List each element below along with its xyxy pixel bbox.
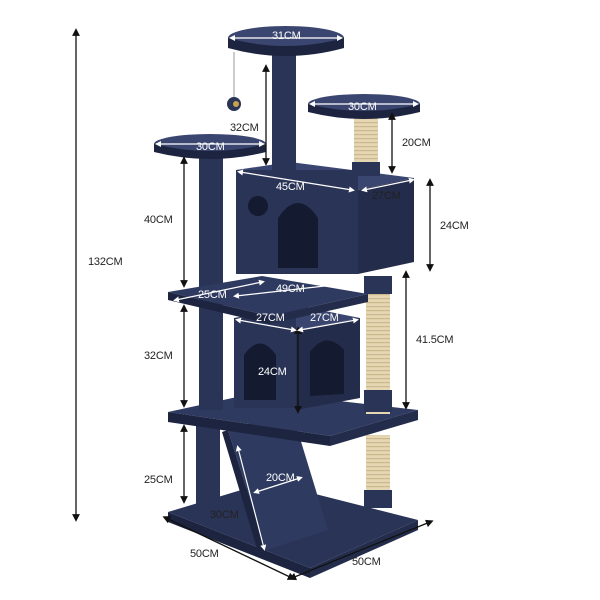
label-base-post-height: 25CM xyxy=(144,474,173,486)
label-lower-post-height: 32CM xyxy=(144,350,173,362)
label-upper-condo-height: 24CM xyxy=(440,220,469,232)
label-lower-condo-width: 27CM xyxy=(256,312,285,324)
top-post xyxy=(272,52,296,170)
label-right-sisal-height: 41.5CM xyxy=(416,334,454,346)
label-top-post-height: 32CM xyxy=(230,122,259,134)
label-ramp-width: 20CM xyxy=(266,472,295,484)
left-long-post xyxy=(199,150,223,410)
label-left-post-height: 40CM xyxy=(144,214,173,226)
label-upper-condo-depth: 27CM xyxy=(372,190,401,202)
base-left-post xyxy=(196,425,220,505)
lower-platform xyxy=(168,392,418,446)
label-middle-platform-depth: 25CM xyxy=(198,289,227,301)
label-right-perch-width: 30CM xyxy=(348,101,377,113)
dimension-arrows-on-fabric xyxy=(155,35,419,551)
label-lower-condo-height: 24CM xyxy=(258,366,287,378)
label-lower-condo-depth: 27CM xyxy=(310,312,339,324)
label-middle-platform-width: 49CM xyxy=(276,283,305,295)
label-upper-condo-width: 45CM xyxy=(276,181,305,193)
label-total-height: 132CM xyxy=(88,256,123,268)
lower-condo xyxy=(234,306,360,410)
dimension-arrows xyxy=(72,28,434,581)
label-right-post-height: 20CM xyxy=(402,137,431,149)
label-left-perch-width: 30CM xyxy=(196,141,225,153)
label-top-perch-width: 31CM xyxy=(272,30,301,42)
upper-condo xyxy=(236,162,414,274)
label-ramp-length: 30CM xyxy=(210,509,239,521)
label-base-depth: 50CM xyxy=(352,556,381,568)
label-base-width: 50CM xyxy=(190,548,219,560)
